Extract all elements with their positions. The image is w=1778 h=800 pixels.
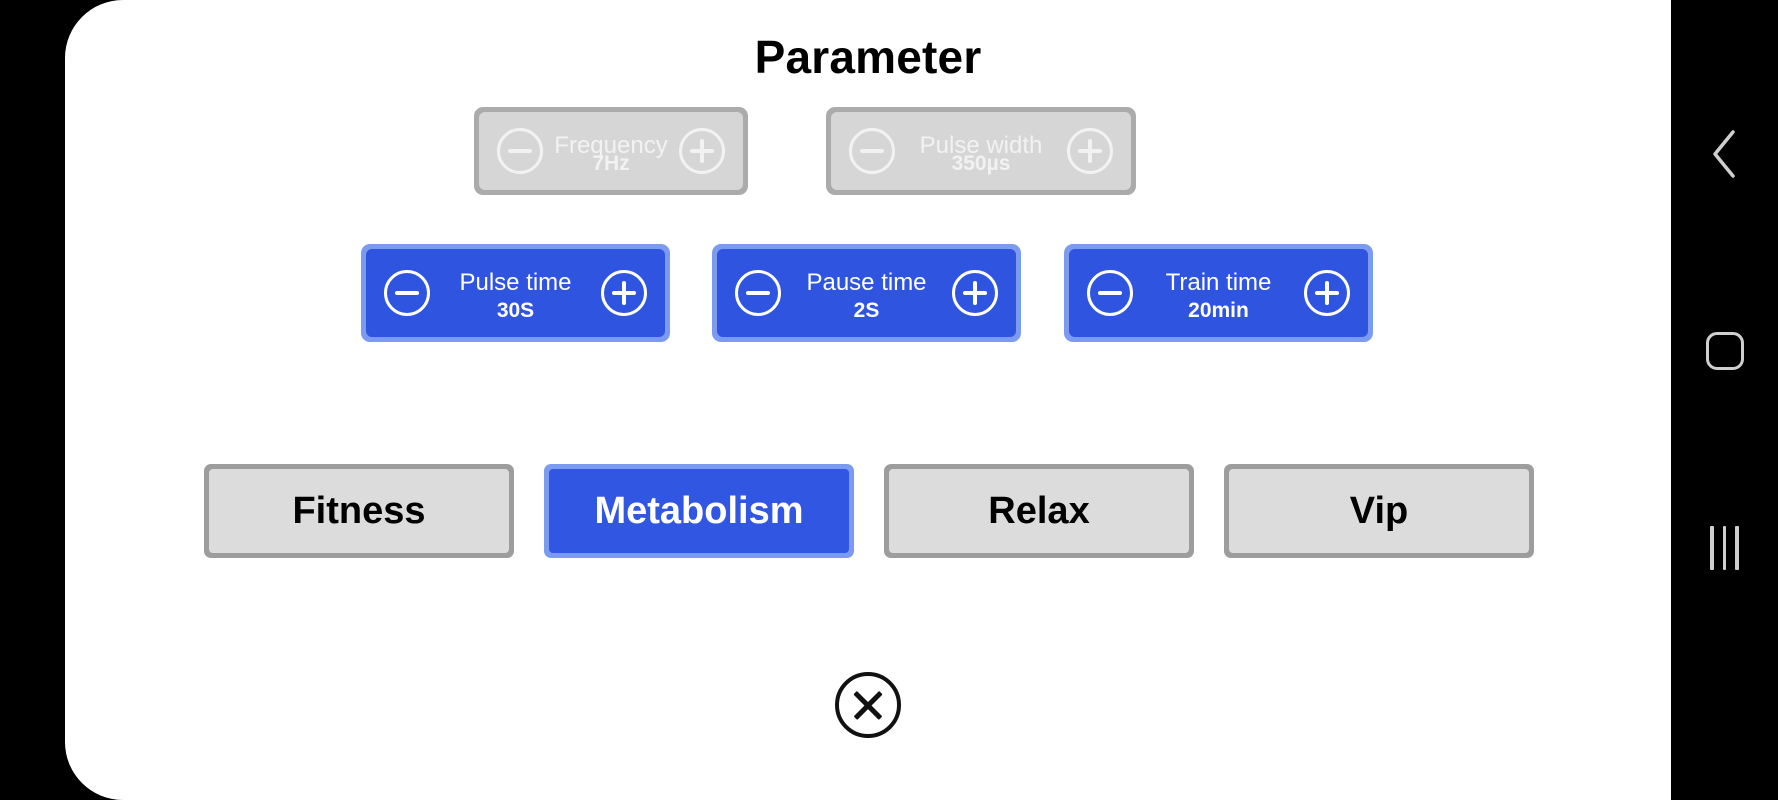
minus-circle-icon[interactable] xyxy=(1087,270,1133,316)
chevron-left-icon[interactable] xyxy=(1708,128,1742,180)
mode-button-fitness[interactable]: Fitness xyxy=(204,464,514,558)
minus-circle-icon[interactable] xyxy=(497,128,543,174)
plus-circle-icon[interactable] xyxy=(1304,270,1350,316)
stepper-pause-time[interactable]: Pause time 2S xyxy=(712,244,1021,342)
minus-circle-icon[interactable] xyxy=(849,128,895,174)
recents-bars-icon[interactable] xyxy=(1710,526,1739,570)
minus-circle-icon[interactable] xyxy=(735,270,781,316)
mode-button-label: Fitness xyxy=(209,469,509,553)
mode-button-metabolism[interactable]: Metabolism xyxy=(544,464,854,558)
stepper-value: 30S xyxy=(496,299,535,322)
home-square-icon[interactable] xyxy=(1705,332,1744,370)
stepper-label: Frequency xyxy=(554,132,668,159)
stepper-train-time[interactable]: Train time 20min xyxy=(1064,244,1373,342)
mode-button-label: Metabolism xyxy=(549,469,849,553)
plus-circle-icon[interactable] xyxy=(679,128,725,174)
stepper-value: 7Hz xyxy=(592,152,630,175)
stepper-label: Train time xyxy=(1165,269,1272,296)
stepper-value: 2S xyxy=(853,299,880,322)
mode-button-label: Vip xyxy=(1229,469,1529,553)
app-card: Parameter Frequency 7Hz Pulse width 35 xyxy=(65,0,1671,800)
plus-circle-icon[interactable] xyxy=(952,270,998,316)
stepper-value: 350µs xyxy=(951,152,1011,175)
plus-circle-icon[interactable] xyxy=(601,270,647,316)
mode-button-label: Relax xyxy=(889,469,1189,553)
stepper-frequency[interactable]: Frequency 7Hz xyxy=(474,107,748,195)
minus-circle-icon[interactable] xyxy=(384,270,430,316)
stepper-label: Pulse time xyxy=(459,269,572,296)
plus-circle-icon[interactable] xyxy=(1067,128,1113,174)
stepper-label: Pause time xyxy=(806,269,927,296)
stepper-label: Pulse width xyxy=(919,132,1043,159)
stepper-pulse-time[interactable]: Pulse time 30S xyxy=(361,244,670,342)
close-circle-icon[interactable] xyxy=(835,672,901,738)
stepper-value: 20min xyxy=(1188,299,1249,322)
android-nav-bar xyxy=(1671,0,1778,800)
mode-button-relax[interactable]: Relax xyxy=(884,464,1194,558)
stepper-pulse-width[interactable]: Pulse width 350µs xyxy=(826,107,1136,195)
mode-button-vip[interactable]: Vip xyxy=(1224,464,1534,558)
page-title: Parameter xyxy=(754,31,982,83)
